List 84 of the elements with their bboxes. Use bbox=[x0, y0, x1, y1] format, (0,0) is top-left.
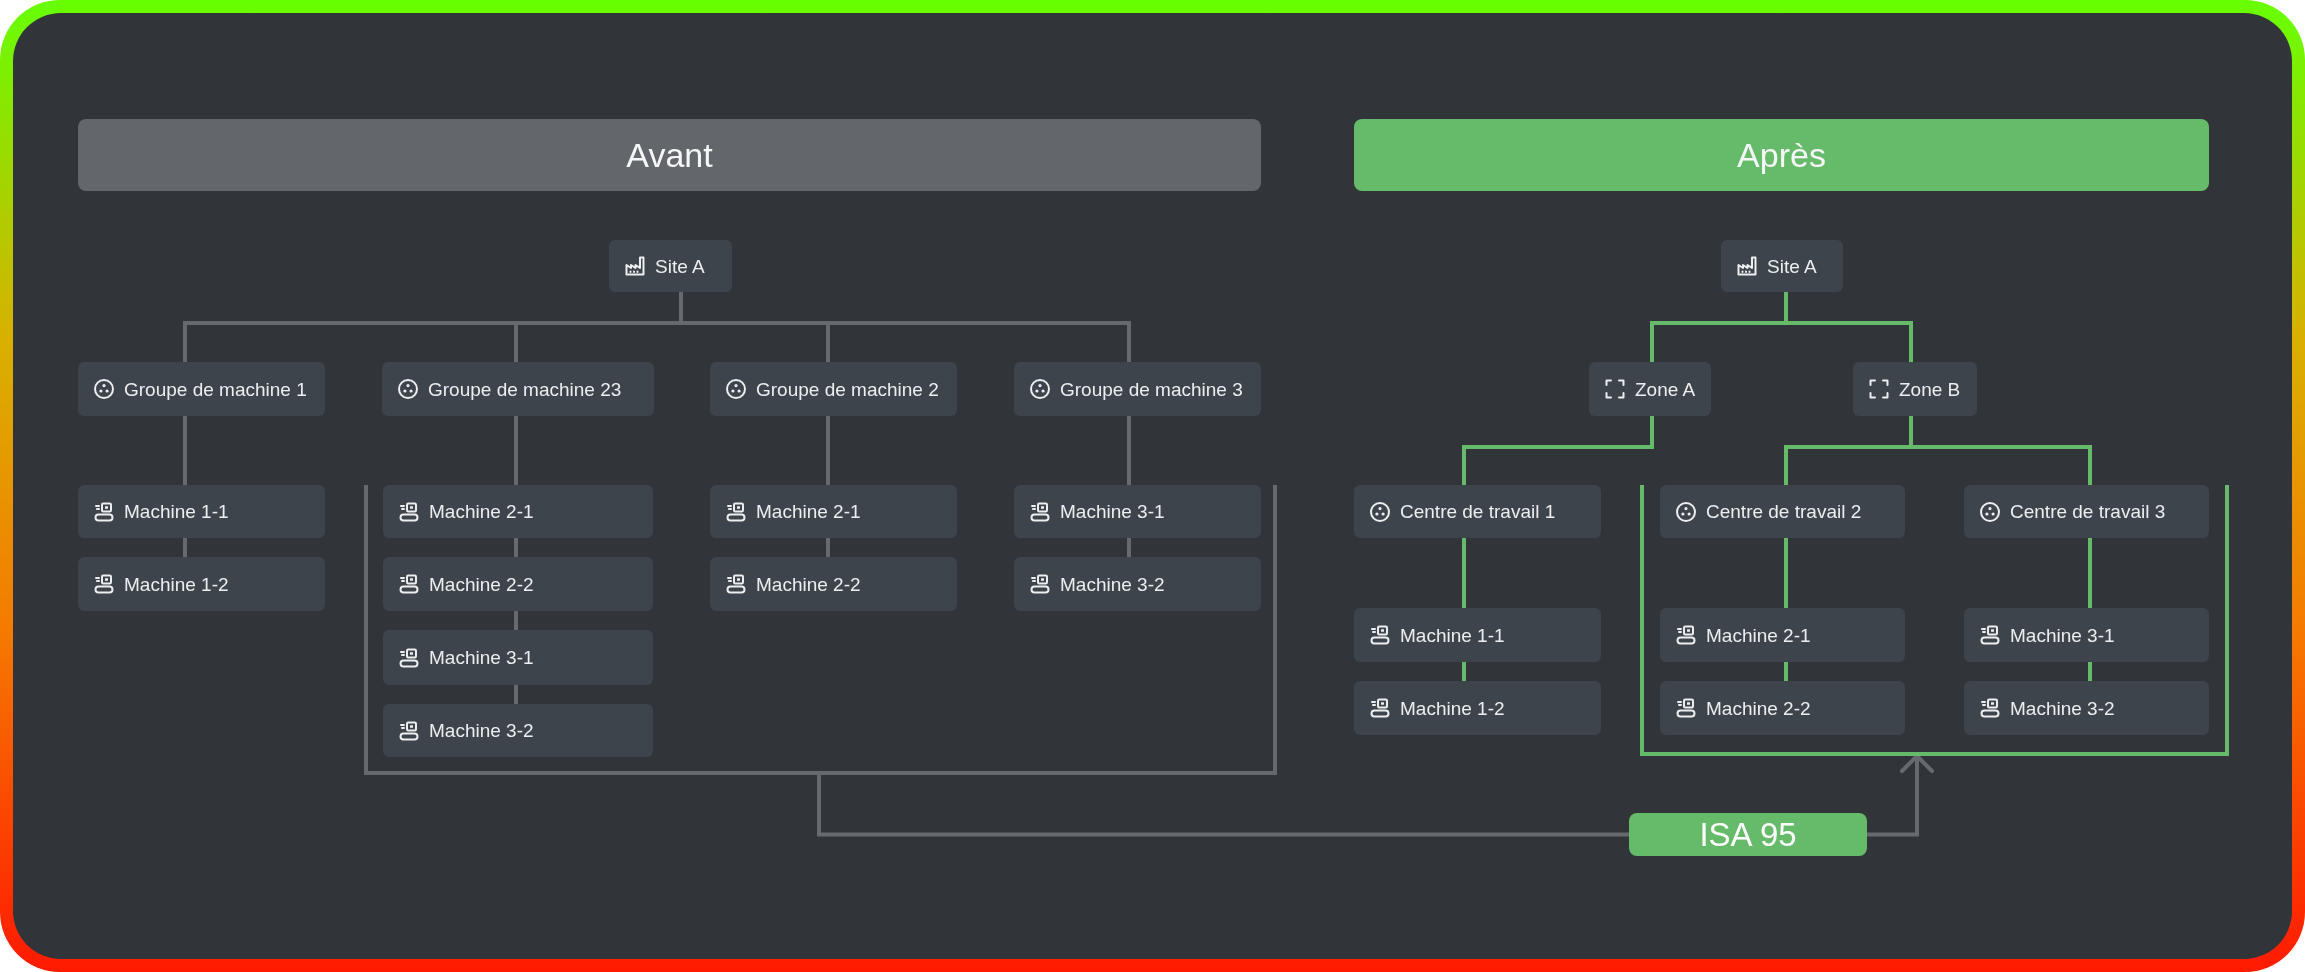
node-label: Machine 3-1 bbox=[2010, 625, 2115, 645]
section-header bbox=[78, 119, 1261, 191]
connector-line bbox=[514, 611, 518, 630]
connector-line bbox=[817, 775, 1629, 837]
hierarchy-node bbox=[1660, 681, 1905, 735]
hierarchy-node bbox=[78, 362, 325, 416]
connector-line bbox=[1127, 538, 1131, 557]
hierarchy-node bbox=[1964, 485, 2209, 538]
tree-connector bbox=[183, 290, 1131, 364]
node-label: Machine 2-1 bbox=[429, 502, 534, 521]
tree-connector bbox=[1650, 290, 1913, 364]
node-label: Machine 1-2 bbox=[1400, 698, 1505, 718]
node-label: Machine 2-1 bbox=[1706, 625, 1811, 645]
hierarchy-node bbox=[383, 630, 653, 685]
hierarchy-node bbox=[1964, 681, 2209, 735]
connector-line bbox=[514, 538, 518, 557]
connector-line bbox=[183, 416, 187, 485]
hierarchy-node bbox=[1660, 608, 1905, 662]
arrow bbox=[1867, 754, 1934, 837]
node-label: Site A bbox=[655, 256, 705, 276]
node-label: Machine 2-2 bbox=[1706, 698, 1811, 718]
header-title: Après bbox=[1737, 138, 1826, 172]
connector-line bbox=[1462, 538, 1466, 608]
bracket bbox=[364, 485, 1277, 775]
node-label: Machine 3-1 bbox=[429, 648, 534, 667]
connector-line bbox=[1784, 662, 1788, 681]
node-label: Zone A bbox=[1635, 379, 1696, 399]
hierarchy-node bbox=[710, 485, 957, 538]
hierarchy-node bbox=[78, 557, 325, 611]
bracket bbox=[1640, 485, 2229, 756]
hierarchy-node bbox=[1721, 240, 1843, 292]
hierarchy-node bbox=[1354, 681, 1601, 735]
node-label: Machine 3-2 bbox=[429, 721, 534, 740]
section-header bbox=[1354, 119, 2209, 191]
node-label: Groupe de machine 2 bbox=[756, 379, 939, 399]
hierarchy-node bbox=[1853, 362, 1977, 416]
hierarchy-node bbox=[383, 557, 653, 611]
node-label: Machine 2-1 bbox=[756, 502, 861, 521]
connector-line bbox=[514, 685, 518, 704]
header-title: Avant bbox=[626, 138, 713, 172]
hierarchy-node bbox=[1589, 362, 1711, 416]
node-label: Machine 3-2 bbox=[2010, 698, 2115, 718]
hierarchy-node bbox=[382, 362, 654, 416]
node-label: Groupe de machine 3 bbox=[1060, 379, 1243, 399]
node-label: Machine 3-2 bbox=[1060, 574, 1165, 594]
tag-label: ISA 95 bbox=[1699, 818, 1797, 851]
node-label: Machine 1-1 bbox=[124, 502, 229, 521]
hierarchy-node bbox=[710, 557, 957, 611]
connector-line bbox=[514, 416, 518, 485]
connector-line bbox=[183, 538, 187, 557]
node-label: Machine 1-1 bbox=[1400, 625, 1505, 645]
node-label: Groupe de machine 1 bbox=[124, 379, 307, 399]
node-label: Machine 1-2 bbox=[124, 574, 229, 594]
node-label: Machine 2-2 bbox=[756, 574, 861, 594]
hierarchy-node bbox=[1014, 362, 1261, 416]
hierarchy-node bbox=[1964, 608, 2209, 662]
hierarchy-node bbox=[710, 362, 957, 416]
connector-line bbox=[1462, 662, 1466, 681]
connector-line bbox=[2088, 538, 2092, 608]
hierarchy-node bbox=[1354, 485, 1601, 538]
tree-connector bbox=[1784, 414, 2092, 487]
hierarchy-node bbox=[383, 704, 653, 757]
node-label: Centre de travail 2 bbox=[1706, 502, 1862, 521]
node-label: Centre de travail 1 bbox=[1400, 502, 1556, 521]
standard-tag bbox=[1629, 813, 1867, 856]
node-label: Groupe de machine 23 bbox=[428, 379, 622, 399]
hierarchy-node bbox=[1014, 485, 1261, 538]
hierarchy-node bbox=[78, 485, 325, 538]
node-label: Centre de travail 3 bbox=[2010, 502, 2166, 521]
connector-line bbox=[1784, 538, 1788, 608]
hierarchy-node bbox=[383, 485, 653, 538]
connector-line bbox=[826, 416, 830, 485]
node-label: Zone B bbox=[1899, 379, 1961, 399]
connector-line bbox=[1462, 416, 1654, 485]
node-label: Machine 2-2 bbox=[429, 574, 534, 594]
node-label: Machine 3-1 bbox=[1060, 502, 1165, 521]
connector-line bbox=[1127, 416, 1131, 485]
hierarchy-node bbox=[1660, 485, 1905, 538]
hierarchy-node bbox=[1354, 608, 1601, 662]
node-label: Site A bbox=[1767, 256, 1817, 276]
connector-line bbox=[826, 538, 830, 557]
hierarchy-node bbox=[1014, 557, 1261, 611]
hierarchy-node bbox=[609, 240, 732, 292]
connector-line bbox=[2088, 662, 2092, 681]
